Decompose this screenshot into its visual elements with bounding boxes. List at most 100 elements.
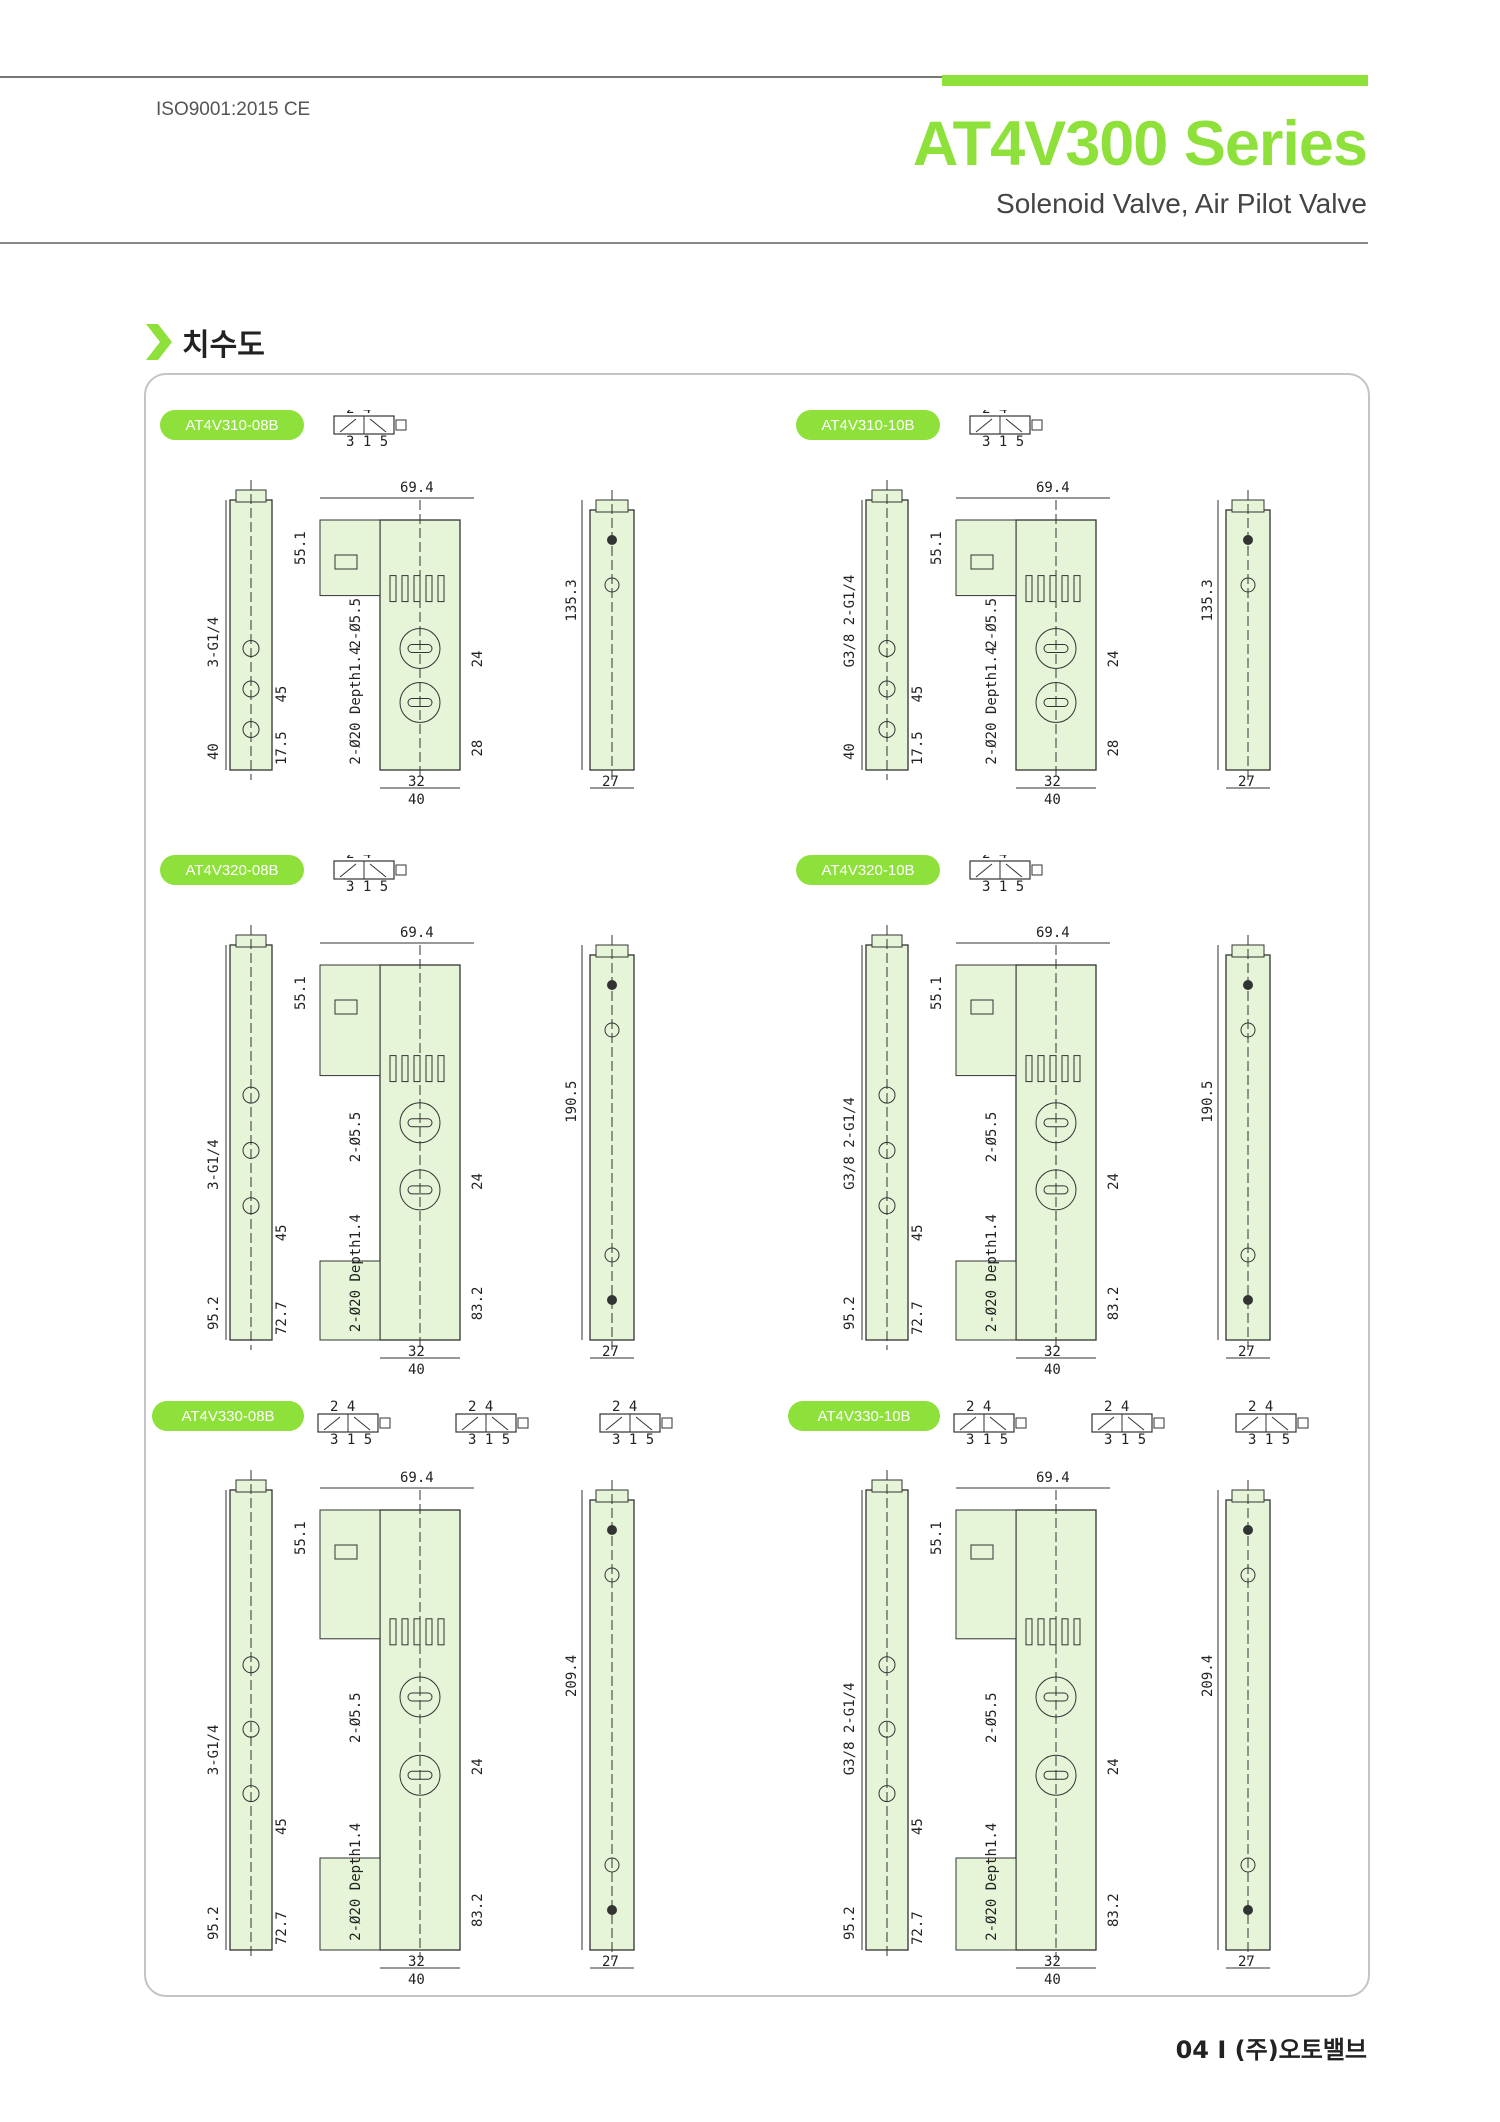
flow-arrow	[959, 1416, 977, 1431]
dimension-label: 95.2	[206, 1296, 222, 1330]
dimension-label: 32	[408, 774, 425, 790]
dimension-label: 55.1	[293, 531, 309, 565]
dimension-label: 40	[408, 1972, 425, 1988]
solenoid-box	[395, 419, 407, 431]
header-rule-bottom	[0, 242, 1368, 244]
valve-symbol: 30E2 43 1 5	[599, 1400, 673, 1448]
hole-label: 2-Ø5.5	[348, 1112, 364, 1163]
hole-label: 2-Ø5.5	[984, 598, 1000, 649]
model-drawing-at4v330-10b: AT4V330-10B30C2 43 1 530P2 43 1 530E2 43…	[786, 1400, 1356, 2020]
cooling-fin	[1037, 1055, 1045, 1083]
solenoid-box	[1015, 1417, 1027, 1429]
model-badge: AT4V320-10B	[796, 855, 940, 885]
connector-screw	[334, 554, 358, 570]
port-circle	[242, 1785, 260, 1803]
cooling-fin	[401, 1055, 409, 1083]
dimension-drawing: 30C2 43 1 530P2 43 1 530E2 43 1 53-G1/49…	[206, 1400, 673, 1988]
flow-arrow	[369, 863, 387, 878]
port-label: G3/8 2-G1/4	[842, 1682, 858, 1775]
header-accent-bar	[942, 75, 1368, 86]
connector-screw	[334, 999, 358, 1015]
dimension-label: 69.4	[400, 925, 434, 941]
cooling-fin	[1037, 1618, 1045, 1646]
cooling-fin	[1025, 575, 1033, 603]
port-circle	[242, 640, 260, 657]
cooling-fin	[1025, 1618, 1033, 1646]
port-label: 3-G1/4	[206, 617, 222, 668]
dimension-label: 45	[910, 686, 926, 703]
model-badge: AT4V330-10B	[788, 1401, 940, 1431]
valve-symbol: 2 43 1 5	[969, 410, 1043, 450]
cooling-fin	[401, 1618, 409, 1646]
dimension-label: 45	[910, 1224, 926, 1241]
flow-arrow	[353, 1416, 371, 1431]
dimension-label: 45	[910, 1818, 926, 1835]
depth-label: 2-Ø20 Depth1.4	[984, 647, 1000, 765]
top-ports-label: 2 4	[346, 410, 371, 417]
coil-connector	[319, 1509, 381, 1640]
dimension-label: 69.4	[400, 1470, 434, 1486]
dimension-drawing: 2 43 1 53-G1/4404517.569.455.12-Ø5.52-Ø2…	[206, 410, 635, 808]
dimension-label: 45	[274, 686, 290, 703]
dimension-label: 69.4	[1036, 480, 1070, 496]
cooling-fin	[1037, 575, 1045, 603]
valve-symbol: 30P2 43 1 5	[455, 1400, 529, 1448]
flow-arrow	[1271, 1416, 1289, 1431]
dimension-label: 95.2	[842, 1296, 858, 1330]
dimension-label: 28	[1106, 740, 1122, 757]
dimension-label: 24	[470, 1758, 486, 1775]
port-hole	[1035, 1754, 1077, 1796]
depth-label: 2-Ø20 Depth1.4	[984, 1214, 1000, 1332]
port-circle	[878, 1720, 896, 1738]
coil-connector	[319, 519, 381, 597]
port-circle	[242, 1720, 260, 1738]
port-label: 3-G1/4	[206, 1725, 222, 1776]
port-circle	[878, 721, 896, 738]
cooling-fin	[1073, 1618, 1081, 1646]
dimension-label: 40	[842, 743, 858, 760]
dimension-label: 69.4	[400, 480, 434, 496]
dimension-label: 83.2	[470, 1287, 486, 1321]
dimension-label: 55.1	[929, 531, 945, 565]
dimension-label: 40	[206, 743, 222, 760]
port-hole	[399, 1754, 441, 1796]
page-subtitle: Solenoid Valve, Air Pilot Valve	[996, 188, 1367, 219]
drawing-panel	[144, 373, 1370, 1997]
dimension-label: 32	[408, 1344, 425, 1360]
port-circle	[878, 680, 896, 698]
cooling-fin	[437, 575, 445, 603]
symbol-label: 30P	[478, 1400, 503, 1404]
valve-symbol: 30E2 43 1 5	[1235, 1400, 1309, 1448]
header-rule-top	[0, 76, 1368, 78]
flow-arrow	[1005, 418, 1023, 433]
hole-label: 2-Ø5.5	[984, 1112, 1000, 1163]
bottom-ports-label: 3 1 5	[1104, 1432, 1146, 1448]
dimension-label: 135.3	[564, 579, 580, 621]
cooling-fin	[401, 575, 409, 603]
chevron-right-icon	[146, 324, 172, 360]
depth-label: 2-Ø20 Depth1.4	[348, 1214, 364, 1332]
dimension-label: 209.4	[564, 1655, 580, 1697]
dimension-label: 72.7	[910, 1301, 926, 1335]
model-drawing-at4v330-08b: AT4V330-08B30C2 43 1 530P2 43 1 530E2 43…	[150, 1400, 720, 2020]
valve-symbol: 30C2 43 1 5	[953, 1400, 1027, 1448]
dimension-label: 40	[408, 792, 425, 808]
dimension-label: 190.5	[1200, 1081, 1216, 1123]
dimension-label: 17.5	[910, 731, 926, 765]
top-ports-label: 2 4	[468, 1400, 493, 1415]
dimension-label: 72.7	[274, 1911, 290, 1945]
dimension-label: 95.2	[842, 1906, 858, 1940]
flow-arrow	[975, 863, 993, 878]
dimension-label: 83.2	[470, 1893, 486, 1927]
cooling-fin	[413, 1055, 421, 1083]
dimension-label: 55.1	[929, 976, 945, 1010]
dimension-label: 69.4	[1036, 925, 1070, 941]
cooling-fin	[389, 1618, 397, 1646]
top-ports-label: 2 4	[982, 410, 1007, 417]
coil-connector	[955, 519, 1017, 597]
dimension-label: 40	[408, 1362, 425, 1378]
port-circle	[878, 1656, 896, 1674]
section-title: 치수도	[182, 328, 265, 363]
